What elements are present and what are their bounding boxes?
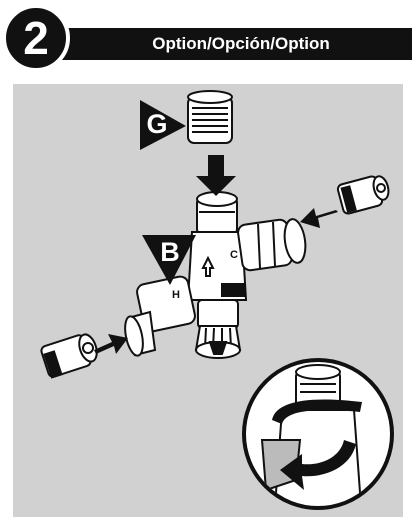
hot-mark: H xyxy=(172,289,180,301)
arrow-right-icon xyxy=(94,334,128,354)
adapter-right xyxy=(337,175,391,215)
arrow-down-icon xyxy=(196,155,236,196)
callout-b-label: B xyxy=(155,237,185,268)
detail-inset xyxy=(244,360,392,520)
adapter-g xyxy=(188,91,232,143)
callout-g-label: G xyxy=(142,109,172,140)
arrow-left-icon xyxy=(300,208,338,228)
adapter-left xyxy=(40,332,100,378)
mixing-valve xyxy=(122,192,308,358)
cold-mark: C xyxy=(230,249,238,261)
